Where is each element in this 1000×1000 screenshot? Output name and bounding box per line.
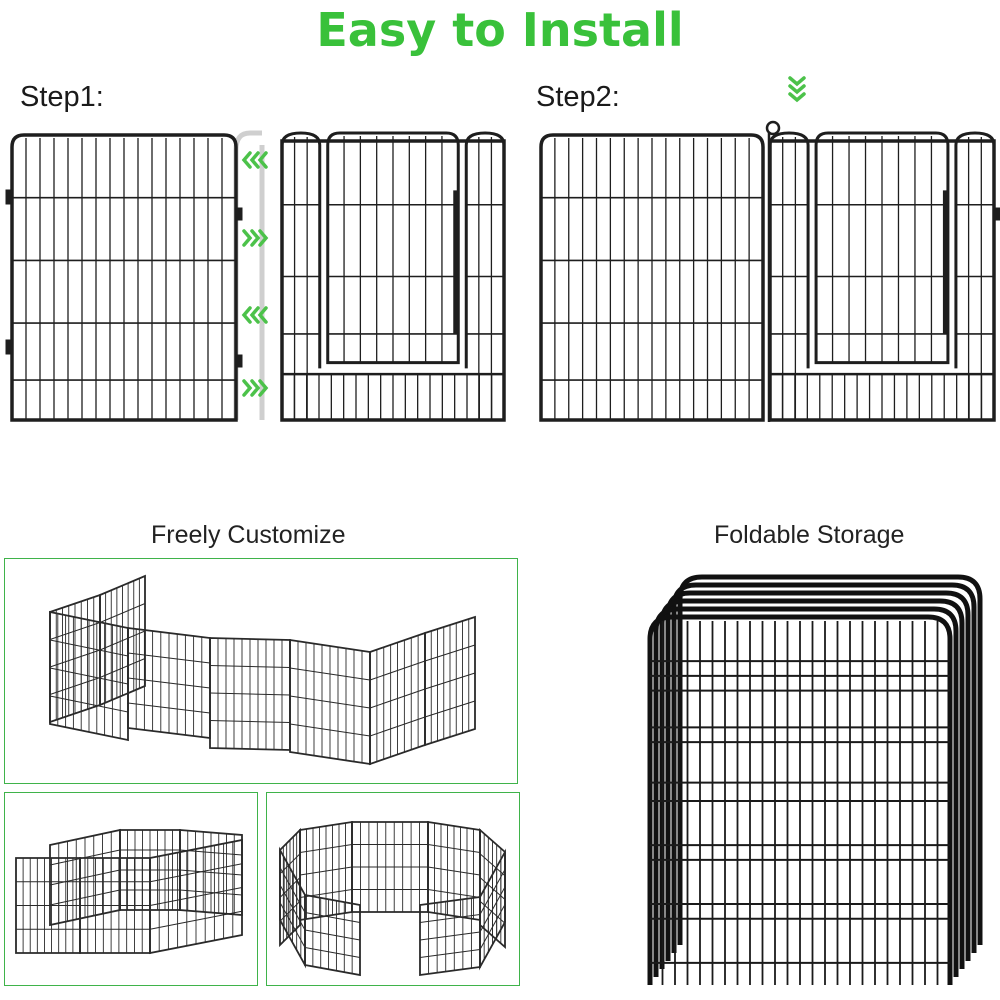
chevron-left-arrows-icon [241,306,268,324]
connecting-pin [765,120,781,136]
fence-panel [419,895,481,977]
stacked-panel [653,606,959,977]
door [326,131,460,365]
step1-label: Step1: [20,81,104,113]
fence-panel [99,574,146,707]
chevron-right-arrows-icon [242,379,269,397]
step1-left-panel [10,133,238,422]
page-title: Easy to Install [316,3,684,57]
fence-panel [424,615,476,747]
fence-panel [49,610,129,742]
chevron-down-arrows-icon [788,76,806,103]
stacked-panel [671,582,977,953]
chevron-right-arrows-icon [242,229,269,247]
step2-label: Step2: [536,81,620,113]
customize-frame-top [4,558,518,784]
chevron-left-arrows-icon [241,151,268,169]
fence-panel [149,838,243,955]
step2-left-panel [539,133,765,422]
stacked-panel [647,614,953,985]
foldable-storage-label: Foldable Storage [714,521,905,549]
door [814,131,950,365]
freely-customize-label: Freely Customize [151,521,346,549]
fence-panel [304,893,361,977]
